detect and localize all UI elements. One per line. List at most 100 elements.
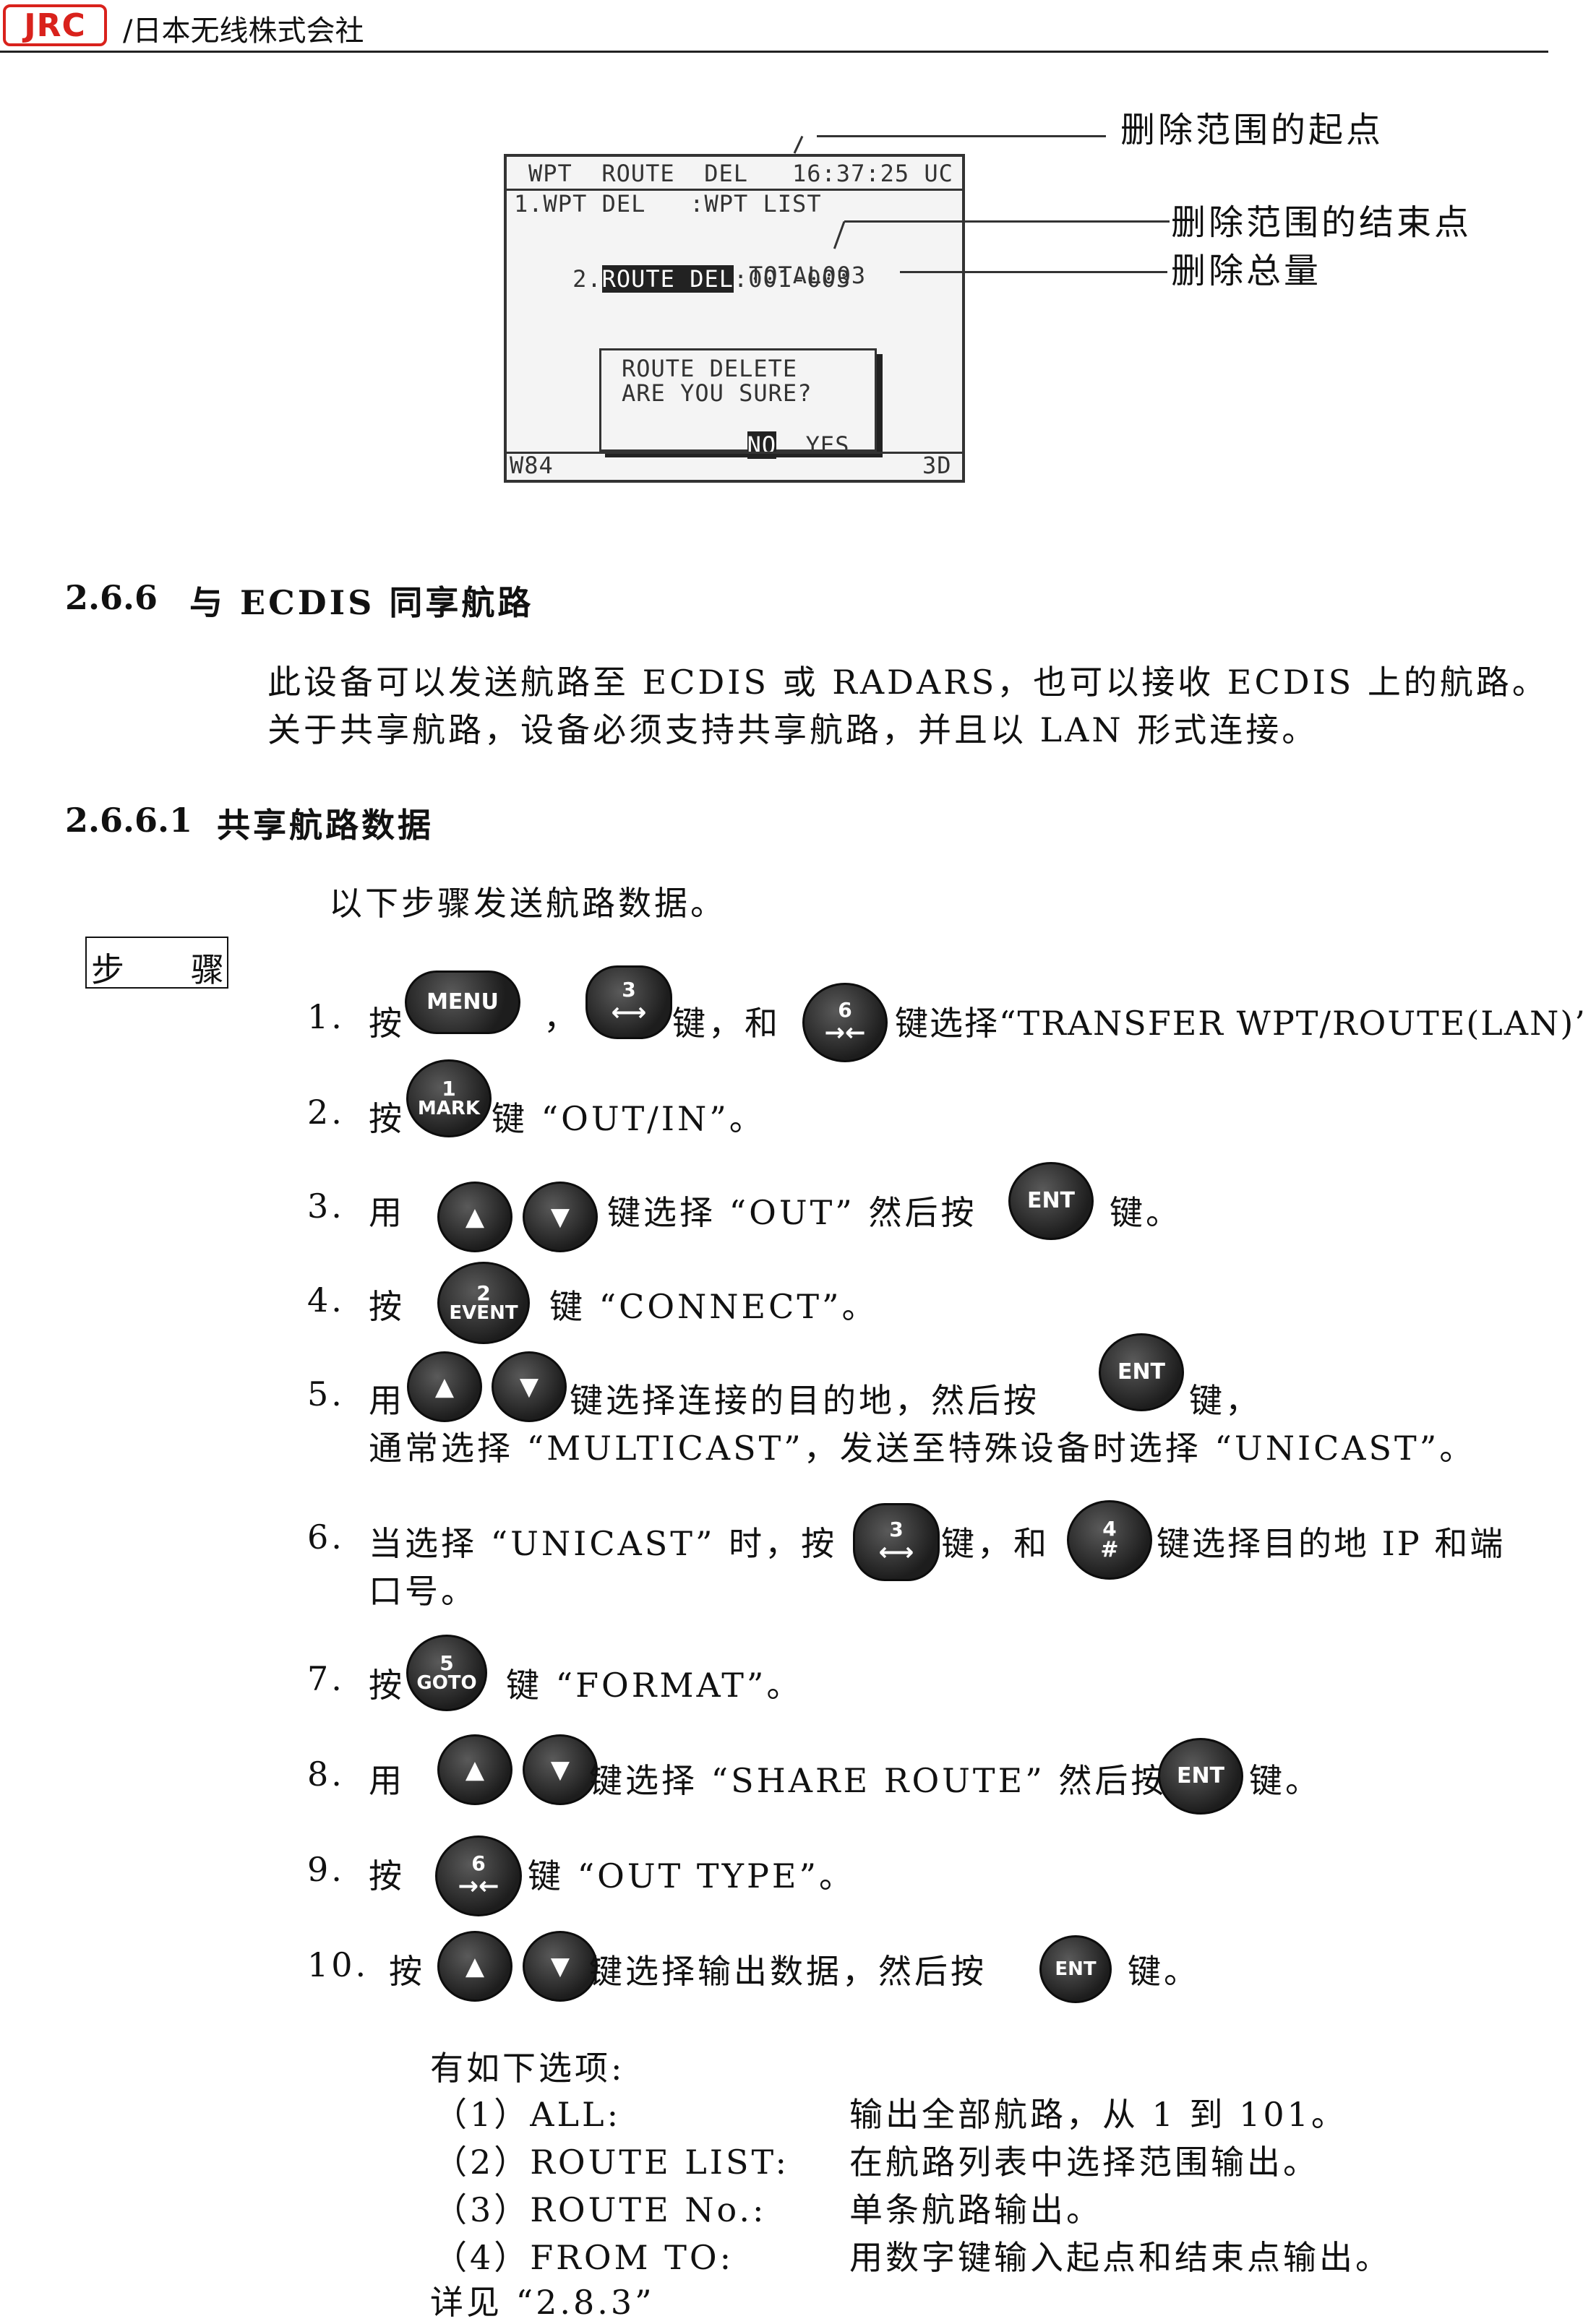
screen-wpt-del: 1.WPT DEL :WPT LIST (514, 190, 822, 218)
step-1-text-a: 按 (369, 1004, 405, 1043)
step-9-text-b: 键 “OUT TYPE”。 (528, 1856, 856, 1895)
option-1-desc: 输出全部航路，从 1 到 101。 (849, 2095, 1347, 2134)
option-3-label: （3）ROUTE No.: (434, 2190, 767, 2229)
step-2-number: 2. (307, 1093, 345, 1132)
step-1-text-c: 键选择“TRANSFER WPT/ROUTE(LAN)”。 (895, 1004, 1583, 1043)
up-key-icon: ▲ (437, 1182, 512, 1252)
dialog-yes-option: YES (805, 431, 850, 459)
screen-clock: 16:37:25 UC (792, 160, 953, 187)
step-3-text-c: 键。 (1110, 1193, 1182, 1232)
route-del-index: 2. (572, 265, 602, 293)
ent-key-icon: ENT (1039, 1935, 1112, 2003)
see-reference: 详见 “2.8.3” (430, 2283, 655, 2322)
ent-key-icon: ENT (1158, 1738, 1243, 1815)
section-title: 与 ECDIS 同享航路 (189, 583, 534, 622)
option-1-label: （1）ALL: (434, 2095, 622, 2134)
dialog-title: ROUTE DELETE (622, 355, 798, 382)
leader-total (900, 271, 1167, 273)
dialog-question: ARE YOU SURE? (622, 379, 812, 407)
screen-divider (507, 189, 962, 191)
down-key-icon: ▼ (523, 1182, 598, 1252)
step-5-text-a: 用 (369, 1381, 405, 1420)
step-6-text-a: 当选择 “UNICAST” 时，按 (369, 1524, 838, 1563)
step-6-text-c: 键选择目的地 IP 和端 (1157, 1524, 1506, 1563)
option-3-desc: 单条航路输出。 (849, 2190, 1102, 2229)
step-8-text-b: 键选择 “SHARE ROUTE” 然后按 (589, 1761, 1167, 1800)
screen-route-del: 2.ROUTE DEL:001-003 (514, 238, 851, 320)
step-10-text-a: 按 (389, 1952, 425, 1991)
annotation-start: 删除范围的起点 (1120, 110, 1384, 150)
step-8-number: 8. (307, 1755, 345, 1794)
step-1-comma: ， (544, 998, 580, 1037)
annotation-end: 删除范围的结束点 (1171, 202, 1472, 243)
screen-total: TOTAL003 (749, 262, 867, 289)
step-6-text-b: 键，和 (941, 1524, 1050, 1563)
step-8-text-c: 键。 (1249, 1761, 1321, 1800)
subsection-number: 2.6.6.1 (65, 801, 193, 840)
step-3-number: 3. (307, 1187, 345, 1226)
ent-key-icon: ENT (1099, 1333, 1184, 1411)
key-6-in-icon: 6→← (435, 1835, 522, 1916)
key-6-in-icon: 6→← (802, 983, 888, 1062)
key-3-lr-icon: 3⟷ (853, 1503, 940, 1581)
step-6-number: 6. (307, 1518, 345, 1557)
step-10-text-c: 键。 (1128, 1952, 1200, 1991)
leader-end (844, 220, 1170, 223)
screen-title: WPT ROUTE DEL (528, 160, 748, 187)
route-del-selected: ROUTE DEL (601, 265, 734, 293)
step-3-text-a: 用 (369, 1193, 405, 1232)
screen-footer-divider (507, 452, 962, 454)
step-7-text-a: 按 (369, 1666, 405, 1705)
leader-start-tick (793, 135, 804, 154)
dialog-buttons: NO YES (659, 404, 849, 486)
header-rule (0, 51, 1548, 53)
confirm-dialog: ROUTE DELETE ARE YOU SURE? NO YES (599, 348, 877, 459)
option-2-desc: 在航路列表中选择范围输出。 (849, 2143, 1319, 2182)
down-key-icon: ▼ (492, 1351, 567, 1422)
leader-start (817, 135, 1106, 137)
step-5-line-2: 通常选择 “MULTICAST”，发送至特殊设备时选择 “UNICAST”。 (369, 1429, 1476, 1468)
up-key-icon: ▲ (437, 1734, 512, 1805)
step-4-text-b: 键 “CONNECT”。 (549, 1287, 878, 1326)
down-key-icon: ▼ (523, 1734, 598, 1805)
dialog-no-option: NO (747, 431, 777, 459)
key-3-lr-icon: 3⟷ (585, 965, 672, 1039)
step-5-text-c: 键， (1189, 1381, 1261, 1420)
annotation-total: 删除总量 (1171, 251, 1322, 291)
step-5-text-b: 键选择连接的目的地，然后按 (570, 1381, 1039, 1420)
company-name: /日本无线株式会社 (123, 14, 364, 48)
option-4-desc: 用数字键输入起点和结束点输出。 (849, 2238, 1391, 2277)
step-1-text-b: 键，和 (672, 1004, 781, 1043)
step-10-text-b: 键选择输出数据，然后按 (589, 1952, 987, 1991)
key-4-hash-icon: 4# (1067, 1500, 1152, 1580)
options-heading: 有如下选项: (430, 2049, 625, 2088)
screen-datum: W84 (510, 452, 554, 479)
option-4-label: （4）FROM TO: (434, 2238, 734, 2277)
step-3-text-b: 键选择 “OUT” 然后按 (607, 1193, 977, 1232)
subsection-title: 共享航路数据 (217, 806, 434, 845)
device-screen: WPT ROUTE DEL 16:37:25 UC 1.WPT DEL :WPT… (504, 154, 965, 483)
step-6-line-2: 口号。 (369, 1572, 477, 1611)
menu-key-icon: MENU (405, 971, 520, 1034)
option-2-label: （2）ROUTE LIST: (434, 2143, 790, 2182)
section-number: 2.6.6 (65, 578, 158, 617)
step-5-number: 5. (307, 1374, 345, 1413)
section-para-2: 关于共享航路，设备必须支持共享航路，并且以 LAN 形式连接。 (267, 710, 1318, 749)
step-7-text-b: 键 “FORMAT”。 (506, 1666, 803, 1705)
screen-fix-mode: 3D (922, 452, 952, 479)
subsection-intro: 以下步骤发送航路数据。 (329, 884, 726, 923)
step-2-text-a: 按 (369, 1099, 405, 1138)
section-para-1: 此设备可以发送航路至 ECDIS 或 RADARS，也可以接收 ECDIS 上的… (267, 663, 1548, 702)
step-9-text-a: 按 (369, 1856, 405, 1895)
jrc-logo: JRC (3, 4, 107, 46)
step-2-text-b: 键 “OUT/IN”。 (492, 1099, 765, 1138)
step-7-number: 7. (307, 1659, 345, 1698)
step-9-number: 9. (307, 1850, 345, 1889)
down-key-icon: ▼ (523, 1931, 598, 2002)
step-8-text-a: 用 (369, 1761, 405, 1800)
step-10-number: 10. (307, 1945, 369, 1984)
step-4-number: 4. (307, 1281, 345, 1320)
